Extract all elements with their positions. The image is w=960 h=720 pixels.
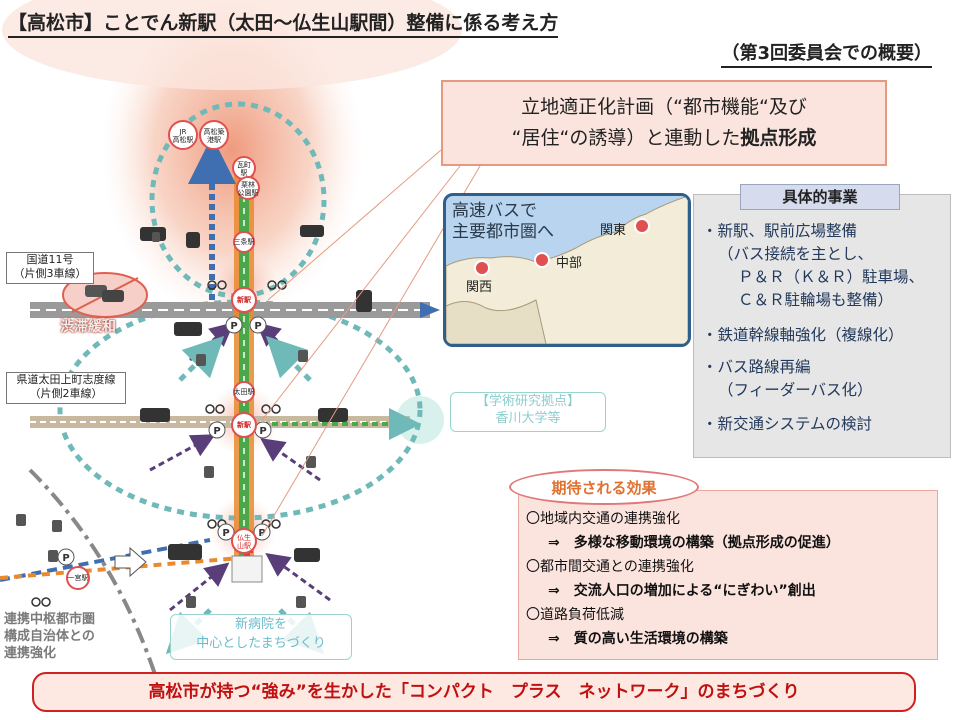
station-sanjo: 三条駅 [233,238,255,246]
svg-text:P: P [62,553,69,564]
bottom-banner: 高松市が持つ“強み”を生かした「コンパクト プラス ネットワーク」のまちづくり [32,672,916,712]
station-jr-takamatsu: JR 高松駅 [172,128,194,144]
university-hub-line2: 香川大学等 [495,411,561,426]
effect-head: 〇地域内交通の連携強化 [526,511,680,527]
plan-callout-line2: “居住“の誘導）と連動した拠点形成 [443,123,885,154]
station-ota: 太田駅 [233,388,255,396]
station-ichinomiya: 一宮駅 [67,574,89,582]
effect-result: ⇒ 交流人口の増加による“にぎわい”創出 [548,583,816,599]
svg-text:P: P [222,528,229,539]
road-label-national-11: 国道11号 （片側3車線） [6,252,94,284]
effects-panel [518,490,938,660]
road-label-prefectural-line1: 県道太田上町志度線 [16,373,116,386]
projects-title: 具体的事業 [740,184,900,210]
hospital-area-box: 新病院を 中心としたまちづくり [170,614,352,660]
hospital-icon [231,555,263,583]
svg-text:P: P [230,321,237,332]
station-takamatsu-chikko: 高松築 港駅 [203,128,225,144]
station-markers [66,120,260,590]
congestion-relief-label: 渋滞緩和 [60,319,116,335]
effect-result: ⇒ 多様な移動環境の構築（拠点形成の促進） [548,535,840,551]
white-arrow [114,546,147,578]
car-icon [16,232,316,608]
road-label-prefectural-line2: （片側2車線） [29,387,103,400]
express-bus-line1: 高速バスで [452,201,537,221]
project-line: Ｃ＆Ｒ駐輪場も整備） [738,291,894,309]
station-kawaramachi: 瓦町 駅 [237,161,251,177]
japan-map-inset [443,193,691,347]
svg-text:P: P [258,528,265,539]
regional-collab-line3: 連携強化 [4,646,57,661]
project-line: （バス接続を主とし、 [718,245,874,263]
university-hub-box: 【学術研究拠点】 香川大学等 [450,392,606,432]
projects-panel [693,194,951,458]
bus-loop-top [149,101,327,299]
effect-head: 〇都市間交通との連携強化 [526,559,694,575]
orange-line [0,556,241,580]
effects-title: 期待される効果 [509,469,699,505]
express-bus-line2: 主要都市圏へ [452,222,554,242]
city-label-chubu: 中部 [556,256,583,271]
plan-callout-line1: 立地適正化計画（“都市機能“及び [521,96,807,118]
road-arrow [420,302,440,318]
station-new-2: 新駅 [237,421,251,429]
hospital-area-line2: 中心としたまちづくり [196,636,326,651]
plan-callout-emphasis: 拠点形成 [740,127,817,149]
city-label-kansai: 関西 [466,280,493,295]
svg-text:P: P [259,426,266,437]
road-label-national-11-line1: 国道11号 [26,253,74,266]
station-ritsurin-koen: 栗林 公園駅 [237,181,259,197]
project-line: ・新駅、駅前広場整備 [702,222,858,240]
regional-collab-label: 連携中枢都市圏 構成自治体との 連携強化 [4,611,95,662]
hospital-area-line1: 新病院を [234,617,287,632]
chain-line [28,468,162,691]
page-title: 【高松市】ことでん新駅（太田～仏生山駅間）整備に係る考え方 [8,10,559,38]
regional-collab-line2: 構成自治体との [4,629,95,644]
project-line: ・鉄道幹線軸強化（複線化） [702,326,904,344]
university-hub-line1: 【学術研究拠点】 [475,394,580,409]
japan-map-shape [446,196,688,344]
road-label-prefectural: 県道太田上町志度線 （片側2車線） [6,372,126,404]
regional-collab-line1: 連携中枢都市圏 [4,612,96,627]
project-line: （フィーダーバス化） [718,381,873,399]
svg-text:P: P [213,426,220,437]
project-line: ・バス路線再編 [702,358,811,376]
road-label-national-11-line2: （片側3車線） [13,267,87,280]
project-line: Ｐ＆Ｒ（Ｋ＆Ｒ）駐車場、 [738,268,925,286]
project-line: ・新交通システムの検討 [702,415,873,433]
plan-callout: 立地適正化計画（“都市機能“及び “居住“の誘導）と連動した拠点形成 [441,80,887,166]
bus-icon [140,225,372,562]
station-new-1: 新駅 [237,296,251,304]
parking-icon [57,316,272,566]
top-fade [2,0,462,90]
city-label-kanto: 関東 [600,223,627,238]
effect-result: ⇒ 質の高い生活環境の構築 [548,631,728,647]
svg-text:P: P [254,321,261,332]
station-busshozan: 仏生 山駅 [237,534,251,550]
effect-head: 〇道路負荷低減 [526,607,624,623]
plan-callout-line2-text: “居住“の誘導）と連動した [511,127,741,149]
page-subtitle: （第3回委員会での概要） [721,42,932,68]
express-bus-label: 高速バスで 主要都市圏へ [452,201,554,243]
